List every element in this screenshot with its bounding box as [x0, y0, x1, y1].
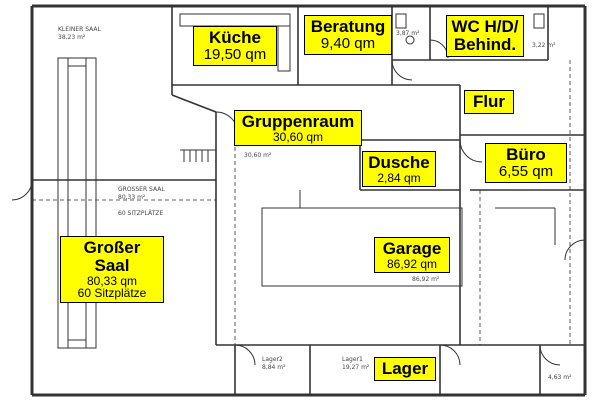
room-label-beratung: Beratung 9,40 qm: [304, 15, 392, 55]
room-label-grosser-saal: Großer Saal 80,33 qm 60 Sitzplätze: [60, 236, 164, 303]
room-label-lager: Lager: [374, 357, 436, 381]
stairs: [180, 149, 216, 162]
note-sitzplaetze: 60 SITZPLÄTZE: [118, 210, 164, 217]
note-lager1: Lager1: [342, 356, 363, 363]
note-room-br-area: 4,63 m²: [548, 374, 572, 381]
note-gruppenraum-area: 30,60 m²: [244, 152, 272, 159]
door-swings: [11, 39, 586, 366]
room-name-grosser-saal: Großer Saal: [83, 238, 141, 275]
note-grosser-saal: GROSSER SAAL: [118, 186, 165, 193]
garage-outline: [261, 190, 556, 287]
note-lager1-area: 19,27 m²: [342, 364, 370, 371]
room-name-gruppenraum: Gruppenraum: [241, 112, 355, 131]
room-area-buero: 6,55 qm: [498, 162, 554, 180]
room-name-wc-line1: WC H/D/: [451, 17, 519, 36]
room-label-gruppenraum: Gruppenraum 30,60 qm: [234, 110, 362, 147]
room-label-buero: Büro 6,55 qm: [485, 143, 567, 183]
room-area-gruppenraum: 30,60 qm: [272, 129, 324, 144]
note-grosser-saal-area: 80,33 m²: [118, 194, 146, 201]
inner-wall: [32, 6, 585, 395]
room-area-grosser-saal: 80,33 qm: [86, 273, 138, 288]
wc-fixtures: [395, 13, 545, 45]
note-lager2: Lager2: [262, 356, 283, 363]
room-name-kueche: Küche: [209, 28, 261, 47]
room-name-wc-line2: Behind.: [453, 34, 517, 54]
room-area-garage: 86,92 qm: [386, 256, 438, 271]
note-kleiner-saal-area: 38,23 m²: [58, 34, 86, 41]
note-lager2-area: 8,84 m²: [262, 364, 286, 371]
note-kleiner-saal: KLEINER SAAL: [58, 26, 101, 33]
outer-wall: [30, 4, 587, 397]
room-area-dusche: 2,84 qm: [377, 170, 421, 185]
room-name-garage: Garage: [382, 239, 442, 258]
note-wc2-area: 3,22 m²: [532, 42, 556, 49]
room-name-flur: Flur: [472, 92, 506, 111]
room-label-wc: WC H/D/ Behind.: [446, 15, 524, 57]
room-name-buero: Büro: [506, 145, 546, 164]
room-label-kueche: Küche 19,50 qm: [193, 26, 277, 66]
room-label-flur: Flur: [464, 90, 514, 114]
note-garage-area: 86,92 m²: [412, 276, 440, 283]
room-name-lager: Lager: [381, 359, 429, 378]
room-label-garage: Garage 86,92 qm: [374, 237, 450, 274]
room-area-kueche: 19,50 qm: [203, 45, 267, 63]
table-layout: [57, 57, 97, 349]
room-label-dusche: Dusche 2,84 qm: [362, 151, 436, 188]
note-wc-area: 3,87 m²: [396, 30, 420, 37]
room-area-beratung: 9,40 qm: [320, 34, 376, 52]
room-seats-grosser-saal: 60 Sitzplätze: [77, 286, 147, 301]
room-name-beratung: Beratung: [310, 17, 386, 36]
room-name-dusche: Dusche: [368, 153, 430, 172]
dashed-lines: [32, 60, 571, 395]
